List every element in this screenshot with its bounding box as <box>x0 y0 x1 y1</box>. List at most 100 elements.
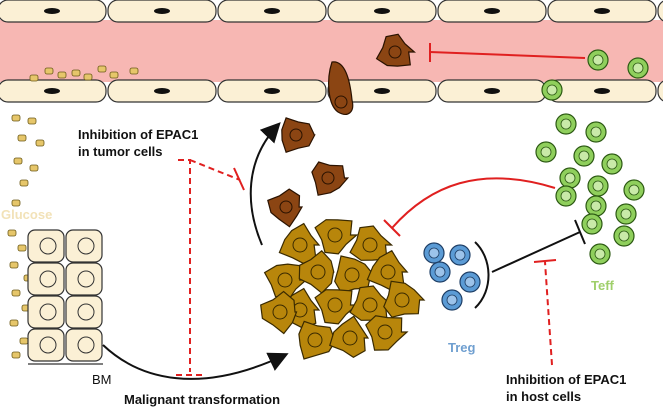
teff-nucleus <box>560 190 572 202</box>
teff-nucleus <box>618 230 630 242</box>
teff-nucleus <box>590 200 602 212</box>
treg-inhibits-teff <box>491 231 581 273</box>
teff-nucleus <box>546 84 558 96</box>
glucose-particle <box>27 117 37 125</box>
endothelial-nucleus <box>154 8 170 14</box>
tumor-nucleus <box>327 297 343 313</box>
metastatic-nucleus <box>388 45 402 59</box>
epithelial-nucleus <box>77 237 95 255</box>
treg-arc <box>474 241 490 309</box>
glucose-particle <box>11 199 21 207</box>
glucose-particle <box>11 289 21 297</box>
teff-nucleus <box>632 62 644 74</box>
tumor-nucleus <box>327 227 343 243</box>
teff-nucleus <box>560 118 572 130</box>
tumor-nucleus <box>362 297 378 313</box>
endothelial-nucleus <box>594 88 610 94</box>
epithelial-nucleus <box>77 303 95 321</box>
treg-cells <box>423 242 481 311</box>
tumor-nucleus <box>394 292 410 308</box>
treg-nucleus <box>434 266 446 278</box>
glucose-particle <box>17 244 27 252</box>
treg-nucleus <box>428 247 440 259</box>
treg-nucleus <box>446 294 458 306</box>
endothelial-nucleus <box>154 88 170 94</box>
extravasating-nucleus <box>334 95 348 109</box>
tumor-nucleus <box>377 324 393 340</box>
endothelial-nucleus <box>44 8 60 14</box>
epithelial-nucleus <box>39 237 57 255</box>
tumor-nucleus <box>310 264 326 280</box>
metastatic-nucleus <box>279 200 293 214</box>
glucose-particle <box>9 319 19 327</box>
epithelial-cells <box>27 229 103 365</box>
vessel-wall-bottom <box>0 79 663 103</box>
tumor-nucleus <box>380 264 396 280</box>
epac1-tumor-inhibition <box>178 159 191 372</box>
endothelial-nucleus <box>374 8 390 14</box>
endothelial-nucleus <box>484 8 500 14</box>
treg-nucleus <box>454 249 466 261</box>
label-treg: Treg <box>448 340 476 355</box>
tumor-nucleus <box>344 267 360 283</box>
tumor-nucleus <box>277 272 293 288</box>
teff-nucleus <box>606 158 618 170</box>
endothelial-nucleus <box>594 8 610 14</box>
glucose-particle <box>7 229 17 237</box>
tumor-nucleus <box>272 304 288 320</box>
teff-inhibits-tumor <box>391 177 556 229</box>
tumor-nucleus <box>307 332 323 348</box>
glucose-particle <box>109 71 119 79</box>
label-inhibition-tumor-line1: Inhibition of EPAC1 <box>78 127 199 142</box>
metastatic-nucleus <box>321 171 335 185</box>
treg-nucleus <box>464 276 476 288</box>
endothelial-nucleus <box>264 8 280 14</box>
tumor-mass <box>260 219 426 360</box>
glucose-particle <box>44 67 54 75</box>
endothelial-nucleus <box>374 88 390 94</box>
teff-nucleus <box>578 150 590 162</box>
label-bm: BM <box>92 372 112 387</box>
tumor-nucleus <box>292 237 308 253</box>
glucose-particle <box>11 114 21 122</box>
label-glucose: Glucose <box>1 207 53 222</box>
blood-vessel <box>0 0 663 103</box>
epithelial-nucleus <box>39 270 57 288</box>
endothelial-nucleus <box>44 88 60 94</box>
teff-nucleus <box>564 172 576 184</box>
glucose-particle <box>11 351 21 359</box>
metastasis-arrow <box>249 122 281 246</box>
epithelial-nucleus <box>39 336 57 354</box>
label-teff: Teff <box>591 278 614 293</box>
label-inhibition-host-line2: in host cells <box>506 389 582 404</box>
epithelial-nucleus <box>77 336 95 354</box>
label-malignant-transformation: Malignant transformation <box>124 392 281 407</box>
glucose-particle <box>35 139 45 147</box>
teff-nucleus <box>592 54 604 66</box>
metastatic-nucleus <box>289 128 303 142</box>
label-inhibition-tumor-line2: in tumor cells <box>78 144 163 159</box>
metastatic-cells <box>267 33 416 228</box>
glucose-particle <box>57 71 67 79</box>
glucose-particle <box>71 69 81 77</box>
teff-nucleus <box>594 248 606 260</box>
glucose-particle <box>129 67 139 75</box>
teff-nucleus <box>592 180 604 192</box>
connectors <box>102 43 586 380</box>
glucose-particle <box>19 179 29 187</box>
glucose-particle <box>97 65 107 73</box>
epithelial-nucleus <box>39 303 57 321</box>
transformation-arrow <box>102 344 289 380</box>
teff-nucleus <box>590 126 602 138</box>
teff-nucleus <box>540 146 552 158</box>
epac1-host-inhibition <box>544 261 553 366</box>
endothelial-nucleus <box>264 88 280 94</box>
glucose-particle <box>83 73 93 81</box>
endothelial-cell <box>657 80 663 102</box>
glucose-particle <box>17 134 27 142</box>
glucose-particle <box>13 157 23 165</box>
teff-nucleus <box>628 184 640 196</box>
teff-inhibits-circulating <box>429 51 586 59</box>
epithelial-nucleus <box>77 270 95 288</box>
teff-cells <box>535 49 649 265</box>
